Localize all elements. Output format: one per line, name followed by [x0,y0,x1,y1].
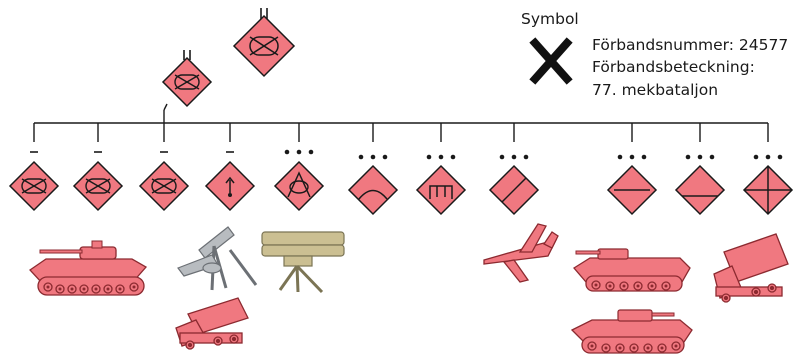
subunit-uav[interactable] [488,154,540,216]
truck-icon [713,233,789,303]
ifv-icon [570,309,693,354]
truck-icon [175,297,249,350]
subunit-anti-tank[interactable] [273,149,325,212]
unit-designation-label: Förbandsbeteckning: [592,58,755,76]
subunit-medical[interactable] [742,154,794,216]
battalion-symbol[interactable] [232,8,296,78]
tank-icon [29,240,148,296]
unit-number-label: Förbandsnummer: 24577 [592,36,789,54]
subunit-bridging[interactable] [415,154,467,216]
subunit-mortar[interactable] [204,151,256,212]
drone-icon [483,223,559,283]
company-symbol[interactable] [161,50,213,108]
tree-lines [33,103,769,142]
subunit-artillery[interactable] [347,154,399,216]
legend-title: Symbol [521,10,579,28]
unit-designation-value: 77. mekbataljon [592,81,719,99]
x-mark-icon [529,37,573,85]
subunit-mech-2[interactable] [72,151,124,212]
subunit-mech-1[interactable] [8,151,60,212]
ifv-icon [573,248,691,292]
mortar-tube-icon [177,226,258,291]
missile-launcher-icon [261,231,345,294]
subunit-mech-3[interactable] [138,151,190,212]
subunit-recon-2[interactable] [674,154,726,216]
subunit-recon-1[interactable] [606,154,658,216]
